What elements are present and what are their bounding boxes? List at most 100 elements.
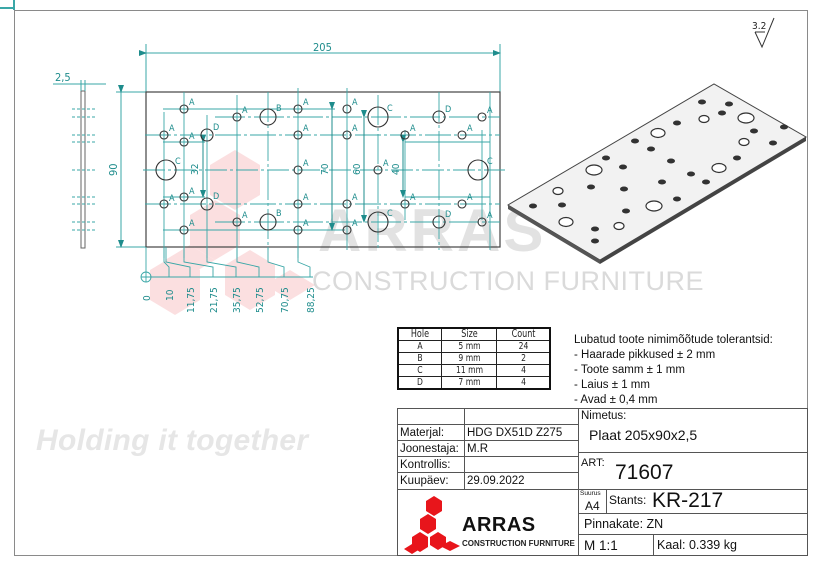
dimension-70: 70 xyxy=(320,163,331,175)
svg-text:A: A xyxy=(352,124,358,134)
frame-corner-mark xyxy=(0,7,15,9)
dimension-32: 32 xyxy=(190,164,201,175)
hole-count: 24 xyxy=(500,340,547,353)
svg-text:A: A xyxy=(189,98,195,108)
svg-text:A: A xyxy=(303,159,309,169)
svg-text:A: A xyxy=(189,219,195,229)
tolerance-item: - Toote samm ± 1 mm xyxy=(574,364,685,376)
weight: Kaal: 0.339 kg xyxy=(653,534,808,556)
watermark-subtitle: CONSTRUCTION FURNITURE xyxy=(312,266,704,296)
watermark-slogan: Holding it together xyxy=(36,424,309,457)
svg-text:D: D xyxy=(213,123,219,133)
size-value: A4 xyxy=(585,499,600,513)
plate-outline xyxy=(145,91,501,248)
svg-text:A: A xyxy=(383,159,389,169)
svg-text:B: B xyxy=(276,104,282,114)
hole-type: B xyxy=(400,352,439,365)
svg-text:C: C xyxy=(487,157,493,167)
hole-size: 7 mm xyxy=(445,376,493,390)
arras-logo-icon xyxy=(404,496,460,554)
ordinate-labels: 0 10 11,75 21,75 35,75 52,75 70,75 88,25 xyxy=(142,287,317,313)
title-block: Materjal: HDG DX51D Z275 Joonestaja: M.R… xyxy=(397,408,808,556)
svg-text:70,75: 70,75 xyxy=(280,287,291,313)
svg-text:52,75: 52,75 xyxy=(255,287,266,313)
hole-table: Hole Size Count A 5 mm 24 B 9 mm 2 C 11 … xyxy=(397,327,551,390)
svg-text:A: A xyxy=(410,124,416,134)
size-label: Suurus xyxy=(580,490,601,497)
art-cell: ART: 71607 xyxy=(578,452,808,490)
svg-text:C: C xyxy=(387,209,393,219)
hole-type: D xyxy=(400,376,439,390)
material-label: Materjal: xyxy=(397,424,465,441)
hole-size: 5 mm xyxy=(445,340,493,353)
hole-table-header-count: Count xyxy=(500,327,547,341)
svg-text:11,75: 11,75 xyxy=(186,287,197,313)
svg-text:D: D xyxy=(445,105,451,115)
svg-text:0: 0 xyxy=(142,295,153,301)
drafter-value: M.R xyxy=(464,440,579,457)
svg-text:88,25: 88,25 xyxy=(306,287,317,313)
svg-text:C: C xyxy=(175,157,181,167)
die-label: Stants: xyxy=(609,493,647,507)
hole-count: 2 xyxy=(500,352,547,365)
svg-text:A: A xyxy=(487,106,493,116)
svg-text:A: A xyxy=(242,106,248,116)
svg-text:A: A xyxy=(189,132,195,142)
date-value: 29.09.2022 xyxy=(464,472,579,490)
table-row: B 9 mm 2 xyxy=(398,352,550,365)
svg-text:D: D xyxy=(213,192,219,202)
svg-text:A: A xyxy=(303,193,309,203)
tolerance-item: - Laius ± 1 mm xyxy=(574,379,650,391)
table-row: C 11 mm 4 xyxy=(398,364,550,377)
holes-group xyxy=(155,104,489,235)
checked-label: Kontrollis: xyxy=(397,456,465,473)
hole-table-header-hole: Hole xyxy=(400,327,439,341)
svg-text:D: D xyxy=(445,210,451,220)
die-value: KR-217 xyxy=(652,489,724,512)
tolerance-notes: Lubatud toote nimimõõtude tolerantsid: -… xyxy=(574,333,773,408)
logo-brand: ARRAS xyxy=(462,514,536,536)
art-label: ART: xyxy=(581,457,605,469)
hole-count: 4 xyxy=(500,364,547,377)
logo-subtitle: CONSTRUCTION FURNITURE xyxy=(462,539,575,548)
name-value: Plaat 205x90x2,5 xyxy=(589,427,698,443)
logo-cell: ARRAS CONSTRUCTION FURNITURE xyxy=(397,489,579,556)
svg-text:A: A xyxy=(352,98,358,108)
die-cell: Stants: KR-217 xyxy=(606,489,808,514)
svg-text:35,75: 35,75 xyxy=(232,287,243,313)
hole-type: A xyxy=(400,340,439,353)
name-label: Nimetus: xyxy=(581,410,627,422)
svg-text:A: A xyxy=(467,124,473,134)
hole-size: 11 mm xyxy=(445,364,493,377)
name-cell: Nimetus: Plaat 205x90x2,5 xyxy=(578,408,808,453)
svg-text:21,75: 21,75 xyxy=(209,287,220,313)
checked-value xyxy=(464,456,579,473)
dimension-40: 40 xyxy=(391,163,402,175)
table-row: D 7 mm 4 xyxy=(398,376,550,390)
thickness-dimension: 2,5 xyxy=(55,71,71,84)
tolerance-item: - Haarade pikkused ± 2 mm xyxy=(574,349,716,361)
svg-text:A: A xyxy=(303,219,309,229)
length-dimension: 205 xyxy=(313,41,332,54)
svg-text:A: A xyxy=(303,98,309,108)
drafter-label: Joonestaja: xyxy=(397,440,465,457)
svg-text:A: A xyxy=(169,194,175,204)
dimension-60: 60 xyxy=(352,163,363,175)
hole-size: 9 mm xyxy=(445,352,493,365)
hole-count: 4 xyxy=(500,376,547,390)
isometric-view xyxy=(507,83,807,264)
svg-text:A: A xyxy=(352,219,358,229)
surface-roughness-icon xyxy=(754,17,775,49)
svg-text:A: A xyxy=(303,124,309,134)
material-value: HDG DX51D Z275 xyxy=(464,424,579,441)
scale: M 1:1 xyxy=(578,534,654,556)
art-value: 71607 xyxy=(615,461,674,484)
svg-text:A: A xyxy=(487,211,493,221)
side-view xyxy=(53,80,106,249)
svg-text:A: A xyxy=(169,124,175,134)
surface-roughness-value: 3.2 xyxy=(752,21,766,32)
svg-text:A: A xyxy=(467,193,473,203)
watermark-brand: ARRAS xyxy=(318,197,547,264)
